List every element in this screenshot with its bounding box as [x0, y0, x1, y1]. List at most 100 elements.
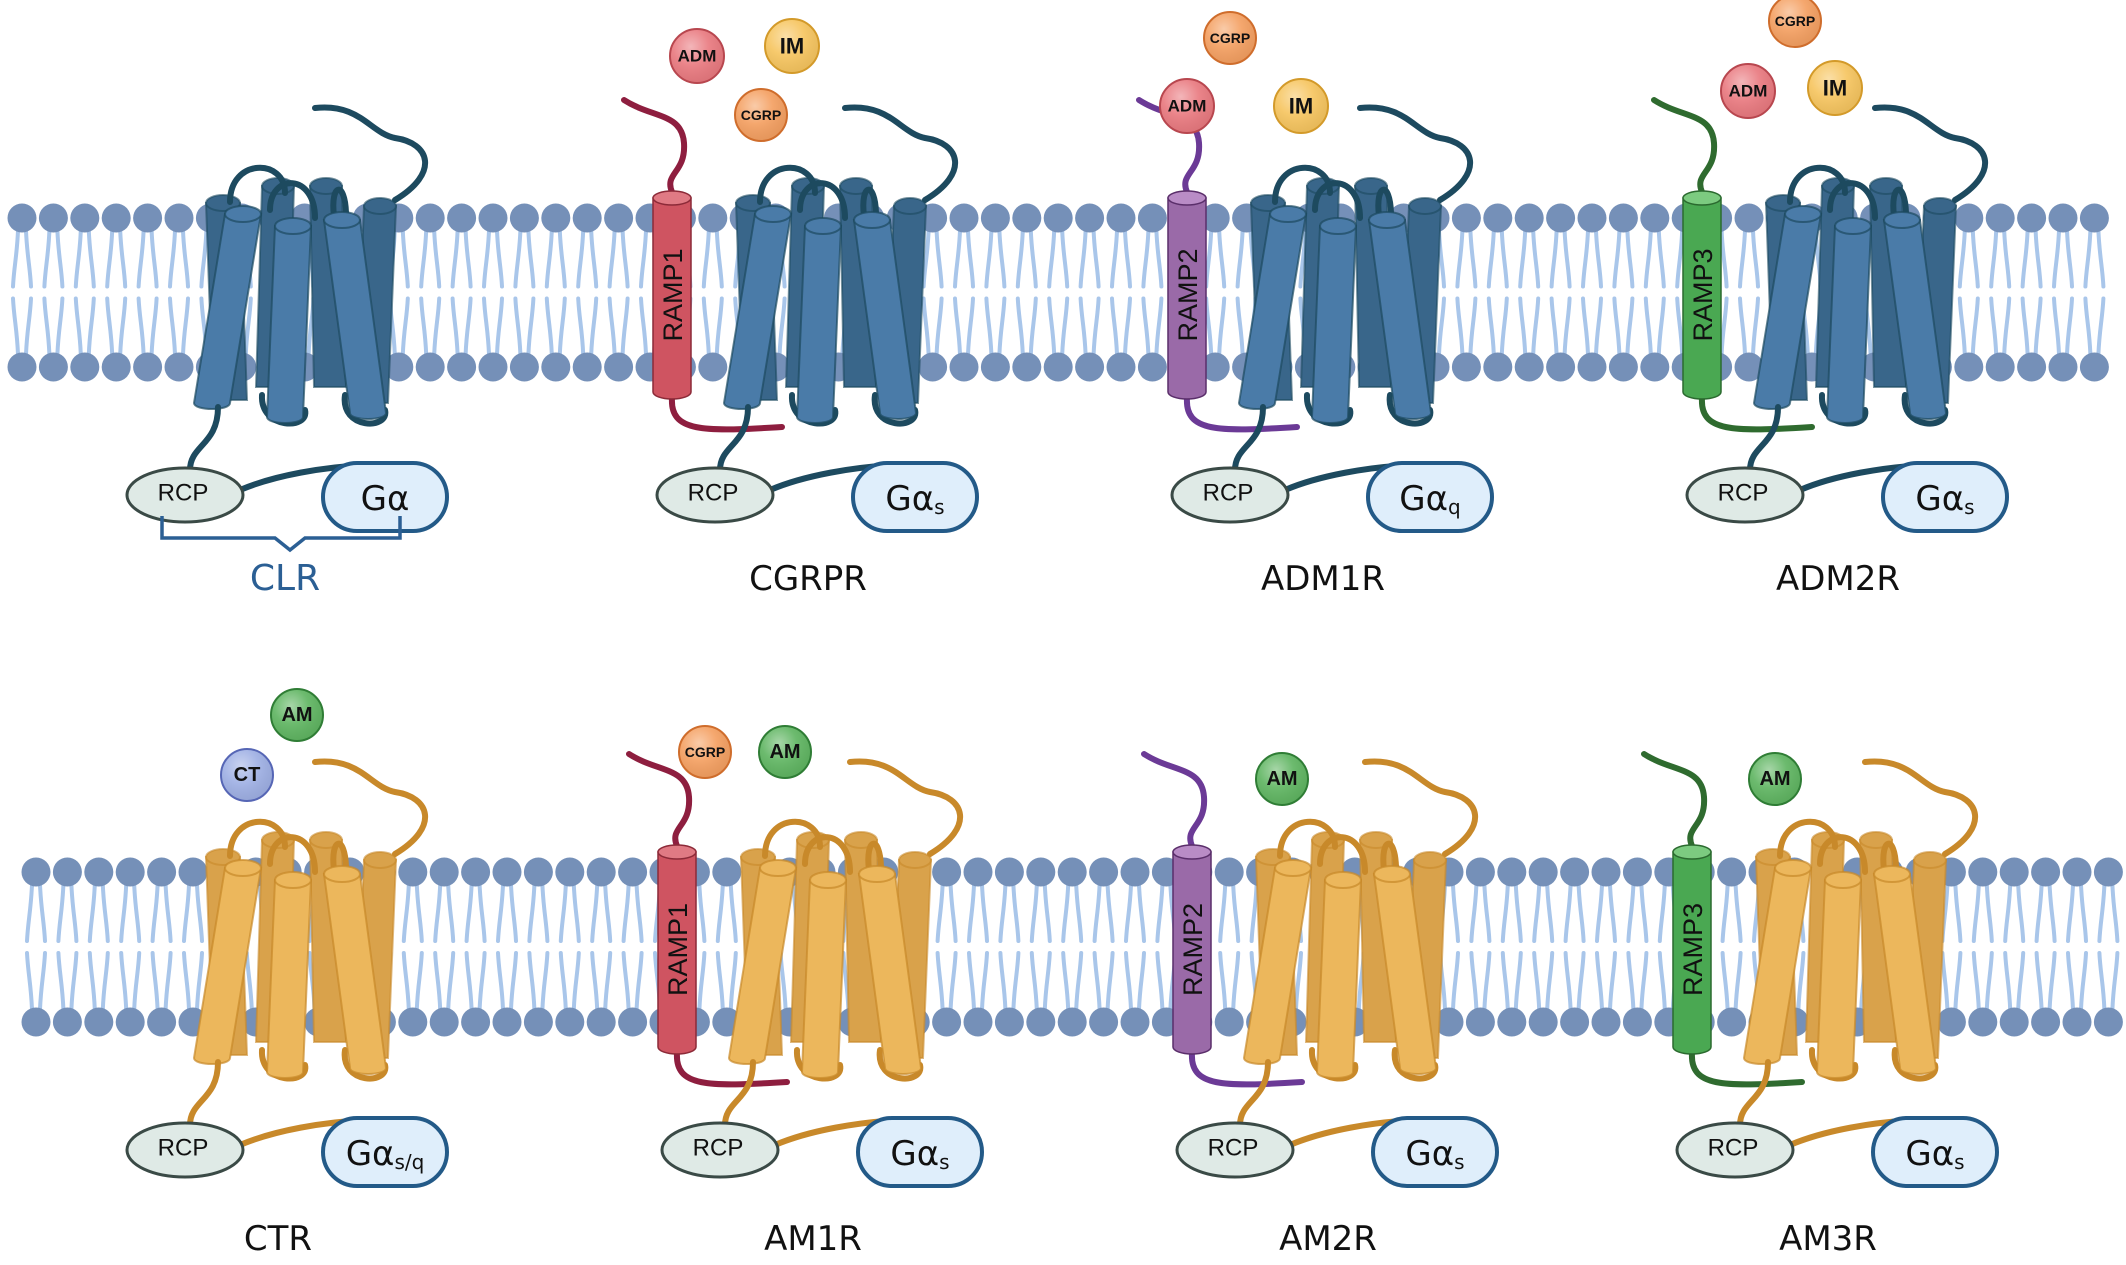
lipid-tail	[1549, 228, 1559, 289]
lipid-tail	[132, 882, 142, 943]
lipid-tail	[715, 951, 725, 1012]
lipid-head	[618, 1007, 648, 1037]
lipid-tail	[105, 228, 115, 289]
ramp-cylinder	[1167, 197, 1207, 400]
lipid-head	[1200, 352, 1230, 382]
ligand-ct: CT	[220, 748, 274, 802]
lipid-tail	[1639, 951, 1649, 1012]
lipid-tail	[150, 882, 160, 943]
lipid-tail	[921, 296, 931, 357]
lipid-head	[415, 352, 445, 382]
lipid-tail	[948, 882, 958, 943]
lipid-tail	[495, 296, 504, 357]
lipid-tail	[1970, 296, 1980, 357]
ligand-adm: ADM	[1159, 78, 1215, 134]
ligand-shine	[680, 727, 730, 777]
lipid-tail	[1639, 882, 1649, 943]
lipid-tail	[997, 296, 1007, 357]
lipid-tail	[2096, 296, 2106, 357]
lipid-tail	[1137, 882, 1146, 943]
lipid-head	[1120, 1007, 1150, 1037]
lipid-tail	[100, 951, 110, 1012]
helix-front-cap	[1883, 211, 1921, 229]
ramp1-protein: RAMP1	[621, 97, 785, 433]
lipid-head	[1057, 857, 1087, 887]
lipid-tail	[571, 882, 581, 943]
lipid-head	[164, 203, 194, 233]
ramp-label: RAMP3	[1678, 903, 1708, 996]
lipid-head	[478, 203, 508, 233]
helix-front-cap	[274, 871, 312, 889]
lipid-head	[918, 352, 948, 382]
lipid-tail	[73, 228, 83, 289]
lipid-tail	[73, 296, 83, 357]
g-alpha-label: Gα	[361, 479, 410, 519]
g-alpha-subscript: q	[1448, 495, 1461, 519]
lipid-tail	[1675, 296, 1685, 357]
lipid-tail	[953, 296, 962, 357]
lipid-head	[712, 857, 742, 887]
lipid-tail	[1531, 228, 1541, 289]
helix-front	[795, 225, 843, 424]
ramp-extracellular-tail	[621, 97, 688, 195]
lipid-tail	[87, 882, 97, 943]
lipid-tail	[477, 951, 487, 1012]
lipid-head	[7, 203, 37, 233]
lipid-tail	[1437, 296, 1446, 357]
ligand-cgrp: CGRP	[678, 725, 732, 779]
lipid-tail	[934, 228, 944, 289]
lipid-tail	[38, 951, 47, 1012]
lipid-tail	[414, 951, 424, 1012]
lipid-head	[1089, 857, 1119, 887]
lipid-tail	[728, 951, 738, 1012]
helix-front	[800, 879, 848, 1079]
lipid-head	[1214, 857, 1244, 887]
g-alpha-subscript: s	[934, 495, 944, 519]
lipid-tail	[1500, 951, 1510, 1012]
lipid-tail	[181, 228, 190, 289]
lipid-tail	[1141, 296, 1151, 357]
helix-front	[1367, 219, 1433, 420]
lipid-tail	[1581, 296, 1590, 357]
rcp-ellipse	[660, 1121, 780, 1179]
lipid-tail	[1733, 882, 1743, 943]
rcp-ellipse	[125, 1121, 245, 1179]
extracellular-loop	[330, 840, 349, 873]
lipid-head	[2048, 203, 2078, 233]
helix-front-cap	[323, 865, 361, 883]
lipid-tail	[1060, 296, 1070, 357]
lipid-tail	[1092, 951, 1102, 1012]
lipid-tail	[25, 882, 34, 943]
ligand-shine	[1750, 754, 1800, 804]
lipid-tail	[1015, 296, 1025, 357]
ctr-receptor	[1237, 758, 1479, 1128]
lipid-tail	[2034, 882, 2044, 943]
lipid-tail	[558, 882, 568, 943]
g-alpha-pill	[851, 461, 979, 533]
lipid-tail	[1626, 882, 1636, 943]
g-alpha-subscript: s	[1964, 495, 1974, 519]
lipid-tail	[482, 296, 491, 357]
g-alpha-main: Gα	[885, 479, 934, 519]
lipid-head	[509, 352, 539, 382]
lipid-tail	[1720, 951, 1730, 1012]
helix-front-cap	[1373, 865, 1411, 883]
lipid-tail	[25, 951, 34, 1012]
rcp-label: RCP	[158, 1135, 209, 1162]
lipid-tail	[1513, 951, 1523, 1012]
g-alpha-pill	[1366, 461, 1494, 533]
lipid-tail	[1141, 228, 1151, 289]
lipid-tail	[2065, 296, 2074, 357]
lipid-head	[1483, 203, 1513, 233]
lipid-tail	[149, 228, 159, 289]
lipid-head	[555, 857, 585, 887]
helix-front-cap	[754, 205, 792, 223]
lipid-tail	[701, 296, 711, 357]
lipid-tail	[1720, 882, 1730, 943]
helix-front	[265, 879, 313, 1079]
lipid-head	[447, 203, 477, 233]
ramp-cylinder-top	[657, 844, 697, 860]
lipid-head	[1608, 203, 1638, 233]
lipid-head	[398, 1007, 428, 1037]
